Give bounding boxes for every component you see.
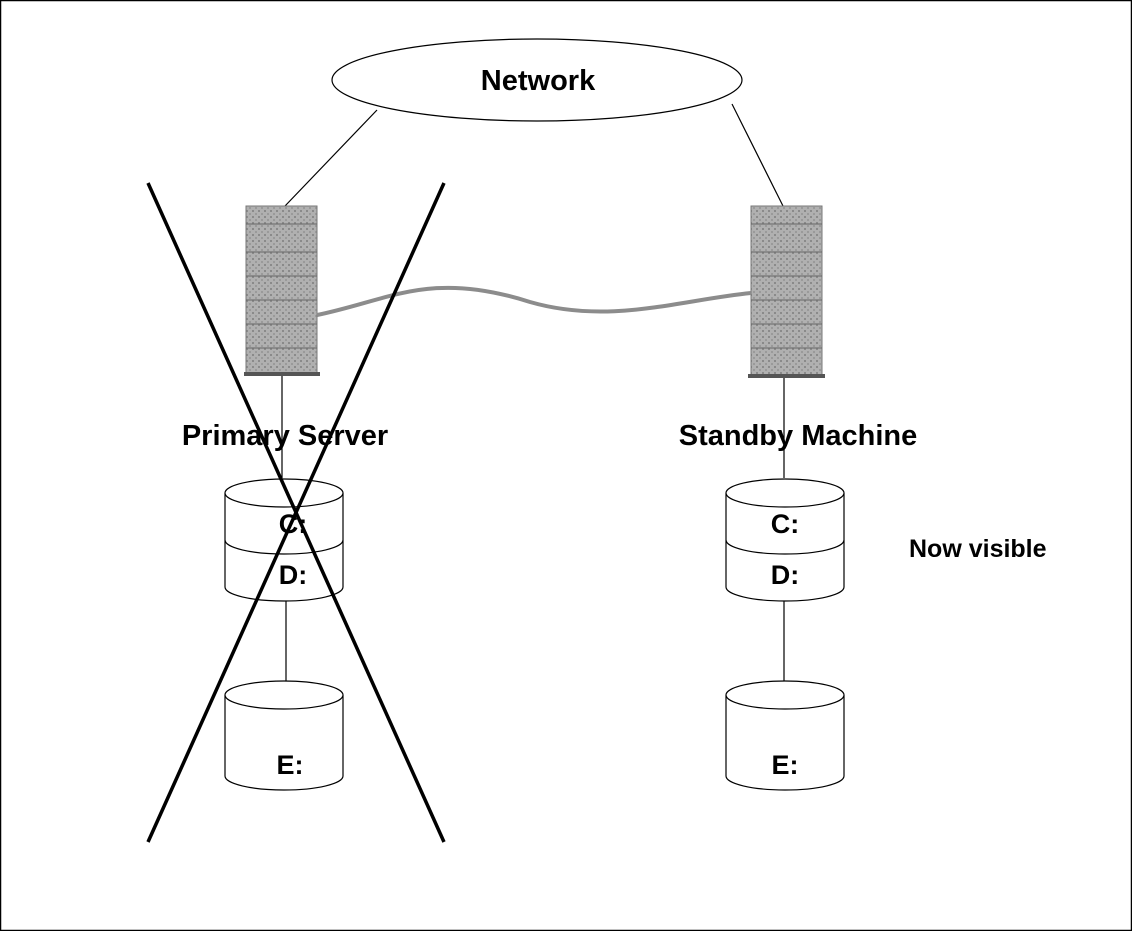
network-ellipse <box>331 38 743 122</box>
standby-shared-disk-icon <box>725 478 845 602</box>
standby-external-disk-icon <box>725 680 845 791</box>
failure-cross-mark <box>146 182 446 843</box>
standby-network-link <box>731 103 784 207</box>
primary-disk-d-label: D: <box>279 560 308 590</box>
primary-server-icon <box>244 205 320 376</box>
primary-disk-e-label: E: <box>277 750 304 780</box>
heartbeat-cable <box>316 285 752 317</box>
standby-disk-e-label: E: <box>772 750 799 780</box>
primary-network-link <box>284 109 378 207</box>
primary-shared-disk-icon <box>224 478 344 602</box>
standby-disk-d-label: D: <box>771 560 800 590</box>
primary-external-disk-icon <box>224 680 344 791</box>
primary-server-label: Primary Server <box>182 420 388 452</box>
network-label: Network <box>481 65 596 97</box>
standby-disk-c-label: C: <box>771 509 800 539</box>
now-visible-label: Now visible <box>909 535 1047 563</box>
standby-machine-label: Standby Machine <box>679 420 918 452</box>
standby-server-icon <box>748 205 825 378</box>
